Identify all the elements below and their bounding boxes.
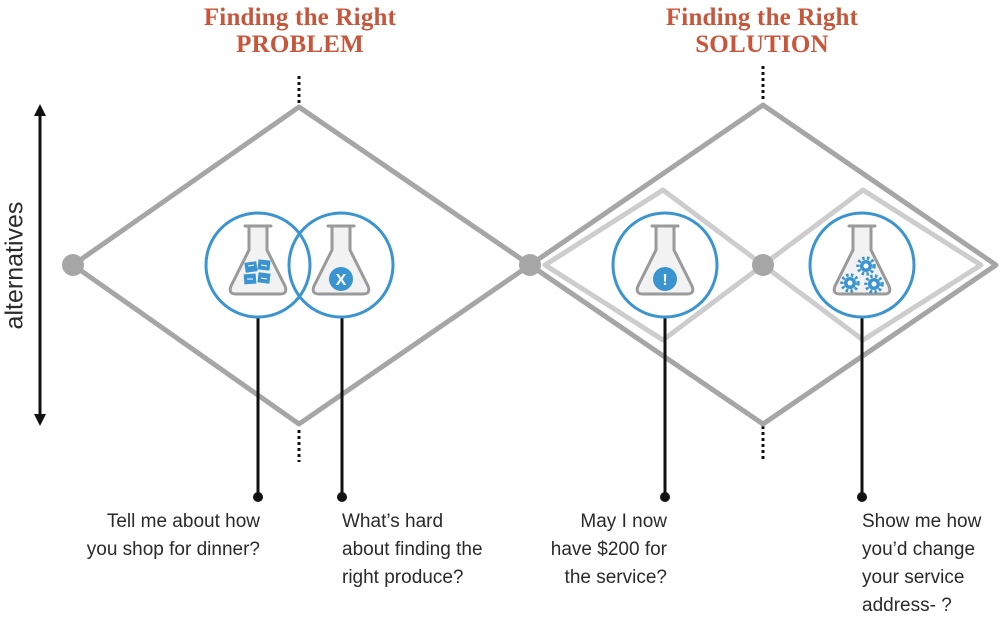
problem-heading-line1: Finding the Right bbox=[203, 4, 397, 31]
flask-with-notes-icon bbox=[204, 211, 312, 319]
leader-dot-4 bbox=[857, 492, 867, 502]
leader-dot-1 bbox=[253, 492, 263, 502]
leader-dot-2 bbox=[337, 492, 347, 502]
svg-text:X: X bbox=[336, 272, 347, 289]
leader-dot-3 bbox=[660, 492, 670, 502]
solution-heading-line2: SOLUTION bbox=[695, 31, 829, 58]
caption-address-question: Show me how you’d change your service ad… bbox=[862, 511, 982, 616]
solution-heading: Finding the Right SOLUTION bbox=[632, 4, 892, 58]
caption-payment-question: May I now have $200 for the service? bbox=[550, 511, 667, 588]
node-inner bbox=[752, 254, 774, 276]
solution-heading-line1: Finding the Right bbox=[665, 4, 859, 31]
node-start bbox=[62, 254, 84, 276]
caption-produce-question: What’s hard about finding the right prod… bbox=[342, 511, 483, 588]
problem-heading: Finding the Right PROBLEM bbox=[170, 4, 430, 58]
flask-exclamation-icon: ! bbox=[611, 211, 719, 319]
flask-x-icon: X bbox=[287, 211, 395, 319]
inner-diamond-right bbox=[760, 187, 984, 343]
solution-diamond bbox=[527, 102, 999, 427]
caption-shopping-question: Tell me about how you shop for dinner? bbox=[86, 511, 260, 560]
axis-label-alternatives: alternatives bbox=[0, 201, 29, 330]
svg-text:!: ! bbox=[662, 272, 667, 289]
problem-heading-line2: PROBLEM bbox=[236, 31, 364, 58]
node-middle bbox=[519, 254, 541, 276]
flask-gears-icon bbox=[808, 211, 916, 319]
